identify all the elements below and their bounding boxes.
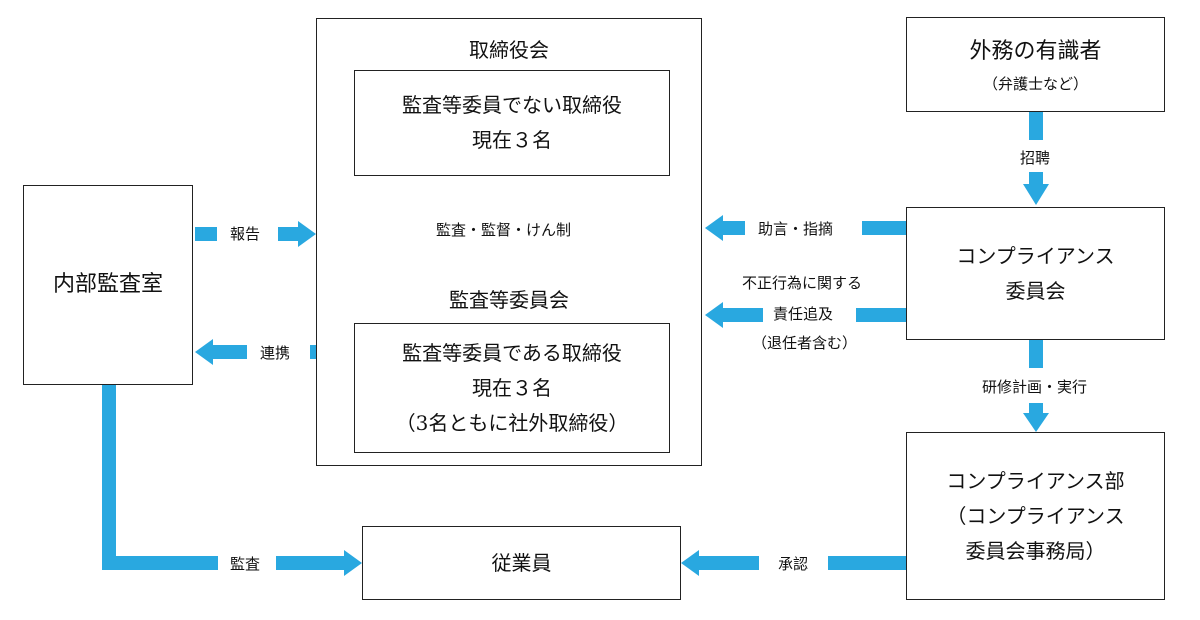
internal-audit-box: 内部監査室 <box>23 185 193 385</box>
edge-label-liability-3: （退任者含む） <box>752 332 858 353</box>
audit-directors-label: 監査等委員である取締役 <box>402 340 622 365</box>
edge-label-liability-2: 責任追及 <box>773 303 834 324</box>
compliance-dept-label-3: 委員会事務局） <box>965 538 1106 563</box>
arrow-report <box>195 221 316 247</box>
arrow-liability <box>705 302 906 328</box>
non-audit-directors-count: 現在３名 <box>472 128 552 152</box>
edge-label-audit: 監査 <box>230 553 261 574</box>
external-experts-label: 外務の有識者 <box>969 39 1102 65</box>
compliance-dept-label-2: （コンプライアンス <box>946 503 1125 528</box>
internal-audit-label: 内部監査室 <box>52 271 163 297</box>
edge-label-report: 報告 <box>230 223 261 244</box>
external-experts-sub: （弁護士など） <box>982 74 1088 93</box>
arrow-approval <box>681 550 906 576</box>
audit-directors-box: 監査等委員である取締役 現在３名 （3名ともに社外取締役） <box>354 323 670 453</box>
compliance-committee-box: コンプライアンス 委員会 <box>906 207 1165 340</box>
compliance-dept-label-1: コンプライアンス部 <box>946 468 1125 493</box>
audit-directors-count: 現在３名 <box>472 375 552 400</box>
arrow-training <box>1023 340 1049 432</box>
arrow-audit <box>102 385 362 576</box>
audit-committee-title: 監査等委員会 <box>449 288 569 312</box>
edge-label-supervision: 監査・監督・けん制 <box>436 219 572 240</box>
edge-label-advice: 助言・指摘 <box>758 218 834 239</box>
employees-label: 従業員 <box>491 550 552 575</box>
edge-label-training: 研修計画・実行 <box>982 376 1088 397</box>
arrow-advice <box>705 215 906 241</box>
audit-directors-note: （3名ともに社外取締役） <box>395 410 629 435</box>
edge-label-recruit: 招聘 <box>1020 147 1051 168</box>
edge-label-approval: 承認 <box>778 553 809 574</box>
non-audit-directors-box: 監査等委員でない取締役 現在３名 <box>354 70 670 176</box>
edge-label-coordination: 連携 <box>260 342 291 363</box>
compliance-dept-box: コンプライアンス部 （コンプライアンス 委員会事務局） <box>906 432 1165 600</box>
arrow-recruit <box>1023 112 1049 205</box>
board-title: 取締役会 <box>469 38 549 62</box>
employees-box: 従業員 <box>362 526 681 600</box>
compliance-committee-label-2: 委員会 <box>1005 278 1066 303</box>
non-audit-directors-label: 監査等委員でない取締役 <box>402 93 622 117</box>
edge-label-liability-1: 不正行為に関する <box>742 272 863 293</box>
compliance-committee-label-1: コンプライアンス <box>956 243 1115 268</box>
external-experts-box: 外務の有識者 （弁護士など） <box>906 17 1165 112</box>
